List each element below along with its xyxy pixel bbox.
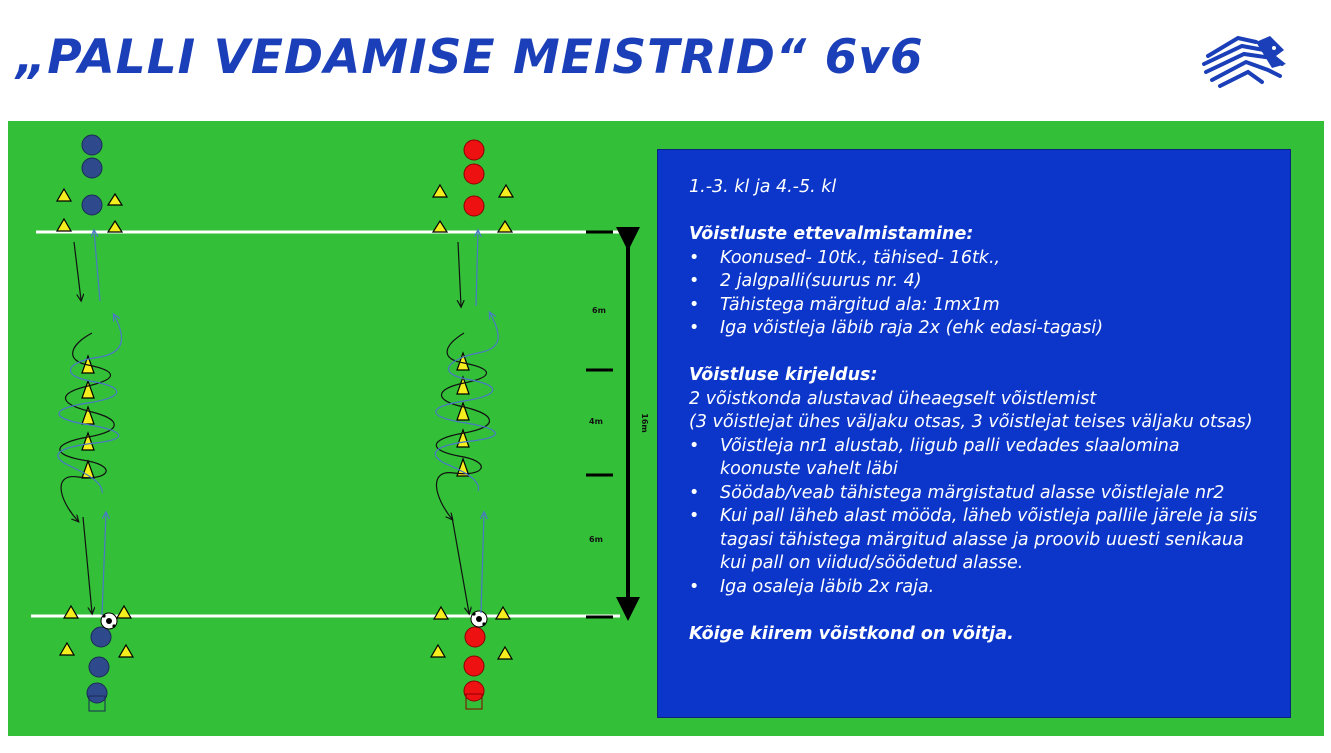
distance-label-total: 16m (640, 413, 649, 432)
marker-cone (115, 604, 133, 619)
description-text: 2 võistkonda alustavad üheaegselt võistl… (689, 388, 1097, 409)
slalom-path (435, 332, 491, 519)
instructions-panel: 1.-3. kl ja 4.-5. kl Võistluste ettevalm… (657, 149, 1291, 718)
slalom-cone (456, 401, 470, 421)
marker-cone (117, 643, 135, 658)
player-red (463, 163, 485, 185)
slalom-path-return (57, 315, 123, 494)
soccer-ball-icon (100, 612, 118, 630)
player-blue (88, 656, 110, 678)
player-blue (90, 626, 112, 648)
marker-cone (58, 641, 76, 656)
pass-path (451, 516, 469, 613)
equipment-bag (465, 693, 483, 710)
return-path (94, 231, 101, 302)
list-item: Võistleja nr1 alustab, liigub palli veda… (689, 435, 1260, 482)
player-blue (81, 157, 103, 179)
description-text: (3 võistlejat ühes väljaku otsas, 3 võis… (689, 412, 1253, 432)
conclusion-text: Kõige kiirem võistkond on võitja. (689, 623, 1014, 644)
slalom-cone (81, 379, 95, 399)
return-path (476, 231, 478, 307)
slalom-cone (456, 375, 470, 395)
slalom-cone (81, 405, 95, 425)
slalom-cone (456, 457, 470, 477)
marker-cone (429, 643, 447, 658)
pass-path (82, 516, 92, 613)
grades-text: 1.-3. kl ja 4.-5. kl (689, 177, 837, 197)
player-blue (81, 194, 103, 216)
list-item: Koonused- 10tk., tähised- 16tk., (689, 247, 1260, 271)
prep-heading: Võistluste ettevalmistamine: (689, 224, 974, 244)
distance-label-bottom: 6m (589, 535, 603, 544)
slalom-cone (456, 351, 470, 371)
return-path (101, 513, 106, 616)
drill-diagram: 6m 4m 6m 16m (31, 134, 649, 712)
page-title: „PALLI VEDAMISE MEISTRID“ 6v6 (16, 30, 924, 85)
player-red (464, 626, 486, 648)
dribble-path (73, 241, 81, 300)
marker-cone (55, 187, 73, 202)
marker-cone (106, 219, 124, 233)
equipment-bag (88, 695, 106, 712)
marker-cone (62, 604, 80, 619)
player-red (463, 195, 485, 217)
slalom-path (59, 332, 115, 521)
list-item: Tähistega märgitud ala: 1mx1m (689, 294, 1260, 318)
marker-cone (496, 219, 514, 233)
marker-cone (497, 183, 515, 198)
description-heading: Võistluse kirjeldus: (689, 365, 878, 385)
list-item: Iga võistleja läbib raja 2x (ehk edasi-t… (689, 317, 1260, 341)
description-list: Võistleja nr1 alustab, liigub palli veda… (689, 435, 1260, 600)
marker-cone (55, 217, 73, 232)
soccer-ball-icon (470, 610, 488, 628)
list-item: 2 jalgpalli(suurus nr. 4) (689, 270, 1260, 294)
marker-cone (431, 219, 449, 233)
marker-cone (106, 192, 124, 206)
marker-cone (494, 605, 512, 620)
player-red (463, 680, 485, 702)
list-item: Iga osaleja läbib 2x raja. (689, 576, 1260, 600)
slalom-path-return (434, 313, 499, 492)
player-blue (86, 682, 108, 704)
slalom-cone (81, 431, 95, 451)
return-path (481, 513, 484, 614)
lion-crest-icon (1202, 35, 1286, 88)
distance-label-top: 6m (592, 306, 606, 315)
player-blue (81, 134, 103, 156)
prep-list: Koonused- 10tk., tähised- 16tk., 2 jalgp… (689, 247, 1260, 341)
player-red (463, 655, 485, 677)
marker-cone (432, 605, 450, 620)
list-item: Söödab/veab tähistega märgistatud alasse… (689, 482, 1260, 506)
dribble-path (458, 241, 461, 306)
marker-cone (496, 645, 514, 660)
distance-label-middle: 4m (589, 417, 603, 426)
marker-cone (431, 183, 449, 198)
player-red (463, 139, 485, 161)
list-item: Kui pall läheb alast mööda, läheb võistl… (689, 505, 1260, 576)
